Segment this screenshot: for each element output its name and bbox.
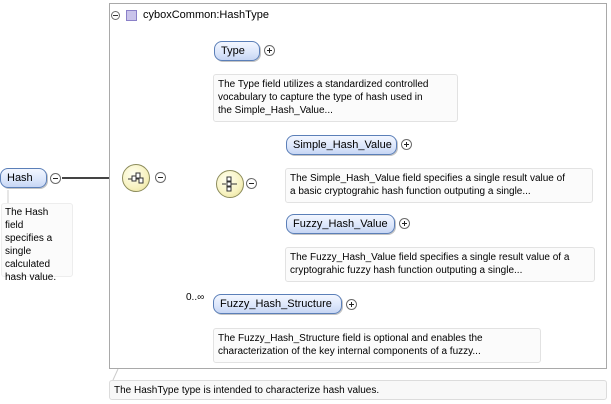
hash-doc-line-3: single <box>5 246 32 257</box>
complex-type-icon <box>126 9 137 21</box>
expand-type-toggle[interactable] <box>264 45 275 56</box>
type-description: The HashType type is intended to charact… <box>109 380 607 400</box>
root-element-hash[interactable]: Hash <box>0 168 47 188</box>
hash-annotation: The Hash field specifies a single calcul… <box>1 203 73 283</box>
type-header: cyboxCommon:HashType <box>111 6 269 24</box>
element-simple-hash-value[interactable]: Simple_Hash_Value <box>286 135 397 155</box>
hash-doc-line-1: The Hash field <box>5 207 49 231</box>
simple-doc-line-2: a basic cryptograhic hash function outpu… <box>290 186 531 197</box>
simple-annotation: The Simple_Hash_Value field specifies a … <box>285 168 593 203</box>
expand-fuzzy-toggle[interactable] <box>399 218 410 229</box>
hash-doc-line-4: calculated <box>5 259 51 270</box>
structure-doc-line-1: The Fuzzy_Hash_Structure field is option… <box>218 333 483 344</box>
element-type[interactable]: Type <box>214 41 260 61</box>
type-doc-line-2: vocabulary to capture the type of hash u… <box>218 92 423 103</box>
element-fuzzy-hash-value[interactable]: Fuzzy_Hash_Value <box>286 214 395 234</box>
type-annotation: The Type field utilizes a standardized c… <box>213 74 458 122</box>
collapse-hash-toggle[interactable] <box>50 173 61 184</box>
hash-doc-line-2: specifies a <box>5 233 53 244</box>
structure-annotation: The Fuzzy_Hash_Structure field is option… <box>213 328 541 363</box>
minus-circle-icon <box>53 178 58 179</box>
minus-circle-icon <box>158 177 163 178</box>
collapse-choice-toggle[interactable] <box>246 178 257 189</box>
structure-doc-line-2: characterization of the key internal com… <box>218 346 481 357</box>
collapse-type-toggle[interactable] <box>111 10 120 20</box>
type-doc-line-3: the Simple_Hash_Value... <box>218 105 333 116</box>
type-doc-line-1: The Type field utilizes a standardized c… <box>218 79 429 90</box>
type-name: cyboxCommon:HashType <box>143 9 269 21</box>
element-fuzzy-hash-structure[interactable]: Fuzzy_Hash_Structure <box>213 294 342 314</box>
fuzzy-annotation: The Fuzzy_Hash_Value field specifies a s… <box>285 247 595 282</box>
simple-doc-line-1: The Simple_Hash_Value field specifies a … <box>290 173 565 184</box>
expand-structure-toggle[interactable] <box>346 299 357 310</box>
hash-doc-line-5: hash value. <box>5 272 57 283</box>
fuzzy-doc-line-1: The Fuzzy_Hash_Value field specifies a s… <box>290 252 570 263</box>
occurrence-label: 0..∞ <box>186 292 205 303</box>
fuzzy-doc-line-2: cryptograhic fuzzy hash function outputi… <box>290 265 523 276</box>
minus-circle-icon <box>249 183 254 184</box>
collapse-sequence-toggle[interactable] <box>155 172 166 183</box>
choice-compositor-icon[interactable] <box>216 170 244 198</box>
choice-glyph <box>222 176 237 192</box>
sequence-compositor-icon[interactable] <box>122 164 150 192</box>
expand-simple-toggle[interactable] <box>401 139 412 150</box>
sequence-glyph <box>128 172 144 184</box>
